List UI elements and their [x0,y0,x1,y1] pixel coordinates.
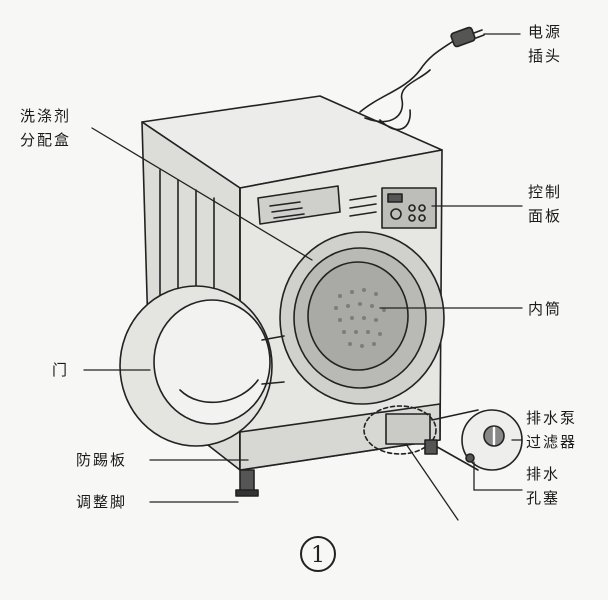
drum [279,231,445,405]
adjust-foot [235,439,438,497]
label-door: 门 [52,361,70,379]
power-plug [359,26,485,131]
label-detergent-dispenser: 洗涤剂 分配盒 [20,107,72,149]
control-panel [349,187,437,229]
label-control-panel: 控制 面板 [528,183,563,225]
label-drain-plug: 排水 孔塞 [526,465,561,507]
label-drum: 内筒 [528,300,563,318]
figure-number: 1 [300,536,336,572]
label-power-plug: 电源 插头 [528,23,563,65]
label-kick-plate: 防踢板 [76,451,128,469]
leader-lines [83,33,523,521]
door [119,285,285,447]
label-adjust-foot: 调整脚 [76,493,128,511]
label-drain-pump-filter: 排水泵 过滤器 [526,409,578,451]
drain-pump-filter [363,405,523,471]
detergent-dispenser [257,185,341,225]
